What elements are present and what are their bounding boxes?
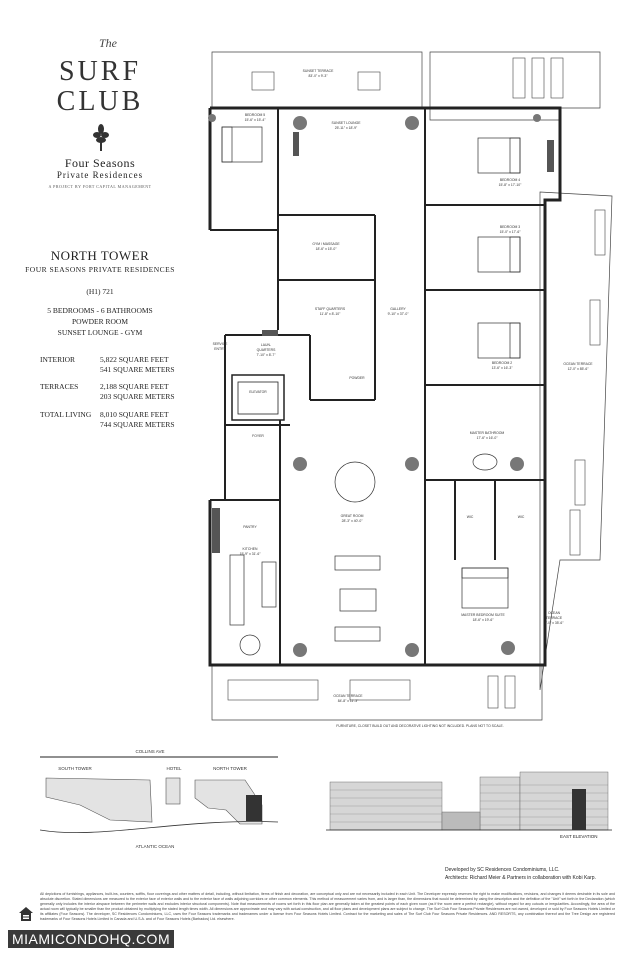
room-dim: 7'-10" x 8'-7" (257, 353, 277, 357)
room-label: FOYER (252, 434, 264, 438)
stat-label: TERRACES (40, 382, 79, 391)
room-dim: 15'-6" x 15'-4" (245, 118, 267, 122)
architect-line: Architects: Richard Meier & Partners in … (445, 875, 596, 881)
room-dim: 18'-6" x 19'-6" (473, 618, 495, 622)
room-dim: 18'-6" x 15'-0" (316, 247, 338, 251)
room-label: BEDROOM 2 (492, 361, 512, 365)
map-south: SOUTH TOWER (58, 766, 92, 771)
map-ocean: ATLANTIC OCEAN (136, 844, 175, 849)
room-label: MASTER BEDROOM SUITE (461, 613, 505, 617)
room-label: WIC (467, 515, 474, 519)
room-label: OCEAN TERRACE (563, 362, 593, 366)
room-label: OCEAN (548, 611, 561, 615)
site-key-map: COLLINS AVE SOUTH TOWER HOTEL NORTH TOWE… (40, 749, 279, 849)
stat-value: 8,010 SQUARE FEET (100, 410, 169, 419)
room-label: ELEVATOR (249, 390, 267, 394)
tower-subtitle: FOUR SEASONS PRIVATE RESIDENCES (25, 265, 175, 274)
ocean-terrace-outline (211, 664, 543, 721)
room-dim: 15'-0" x 17'-6" (500, 230, 522, 234)
stat-value: 5,822 SQUARE FEET (100, 355, 169, 364)
stat-label: INTERIOR (40, 355, 75, 364)
room-label: SUNSET TERRACE (303, 69, 335, 73)
summary-line: POWDER ROOM (71, 317, 129, 326)
room-label: OCEAN TERRACE (333, 694, 363, 698)
room-label: PANTRY (243, 525, 257, 529)
room-label: QUARTERS (257, 348, 277, 352)
north-terrace-outline (429, 51, 601, 121)
map-street: COLLINS AVE (136, 749, 165, 754)
brand-sub: Private Residences (56, 170, 144, 180)
east-elevation-drawing (326, 771, 612, 831)
stat-label: TOTAL LIVING (40, 410, 92, 419)
developer-info: Developed by SC Residences Condominiums,… (445, 866, 596, 882)
elevation-label: EAST ELEVATION (560, 834, 598, 839)
unit-summary: 5 BEDROOMS - 6 BATHROOMS POWDER ROOM SUN… (20, 305, 180, 338)
room-label: MASTER BATHROOM (470, 431, 505, 435)
stat-value: 203 SQUARE METERS (100, 392, 175, 401)
sunset-terrace-outline (211, 51, 423, 109)
room-label: BEDROOM 5 (245, 113, 265, 117)
room-dim: 11'-8" x 8'-10" (320, 312, 341, 316)
floor-plan: SUNSET TERRACE 83'-0" x 9'-3" BEDROOM 5 … (208, 51, 613, 728)
room-label: SERVICE (213, 342, 229, 346)
room-label: LAUN- (261, 343, 271, 347)
map-hotel: HOTEL (166, 766, 182, 771)
brand-name: Four Seasons (64, 156, 136, 170)
summary-line: 5 BEDROOMS - 6 BATHROOMS (47, 306, 153, 315)
room-dim: 12'-0" x 85'-6" (568, 367, 590, 371)
plan-disclaimer: FURNITURE, CLOSET BUILD OUT AND DECORATI… (336, 724, 503, 728)
room-label: GYM / MASSAGE (312, 242, 340, 246)
room-dim: 13'-6" x 16'-3" (492, 366, 514, 370)
logo-the: The (99, 36, 117, 50)
room-dim: 15'-9" x 31'-6" (240, 552, 262, 556)
room-dim: 9'-10" x 37'-0" (388, 312, 410, 316)
room-dim: 28'-3" x 40'-0" (342, 519, 364, 523)
unit-number: (H1) 721 (86, 287, 114, 296)
room-dim: 17'-6" x 16'-0" (477, 436, 499, 440)
stat-value: 744 SQUARE METERS (100, 420, 175, 429)
room-label: BEDROOM 3 (500, 225, 520, 229)
east-terrace-outline (539, 191, 613, 691)
stat-value: 541 SQUARE METERS (100, 365, 175, 374)
stat-value: 2,188 SQUARE FEET (100, 382, 169, 391)
room-dim: 83'-0" x 9'-3" (309, 74, 329, 78)
room-label: POWDER (349, 376, 365, 380)
equal-housing-icon (19, 907, 33, 921)
legal-disclaimer: All depictions of furnishings, appliance… (40, 892, 615, 921)
four-seasons-tree-icon (93, 124, 109, 151)
brand-project: A PROJECT BY FORT CAPITAL MANAGEMENT (48, 184, 152, 189)
summary-line: SUNSET LOUNGE - GYM (57, 328, 143, 337)
room-label: SUNSET LOUNGE (332, 121, 362, 125)
room-dim: 25'-11" x 18'-9" (335, 126, 358, 130)
room-dim: 15'-8" x 17'-10" (499, 183, 523, 187)
logo-club: CLUB (56, 86, 144, 117)
developer-line: Developed by SC Residences Condominiums,… (445, 867, 560, 873)
room-label: GREAT ROOM (341, 514, 364, 518)
room-dim: 84'-8" x 11'-3" (338, 699, 359, 703)
room-label: STAFF QUARTERS (315, 307, 346, 311)
tower-title: NORTH TOWER (50, 248, 150, 263)
map-north: NORTH TOWER (213, 766, 248, 771)
room-label: BEDROOM 4 (500, 178, 520, 182)
room-label: GALLERY (390, 307, 406, 311)
room-label: WIC (518, 515, 525, 519)
room-label: KITCHEN (243, 547, 258, 551)
room-label: TERRACE (546, 616, 563, 620)
logo-surf: SURF (58, 56, 142, 87)
site-watermark: MIAMICONDOHQ.COM (8, 930, 175, 948)
room-label: ENTRY (214, 347, 226, 351)
room-dim: 7'-0" x 35'-6" (545, 621, 565, 625)
